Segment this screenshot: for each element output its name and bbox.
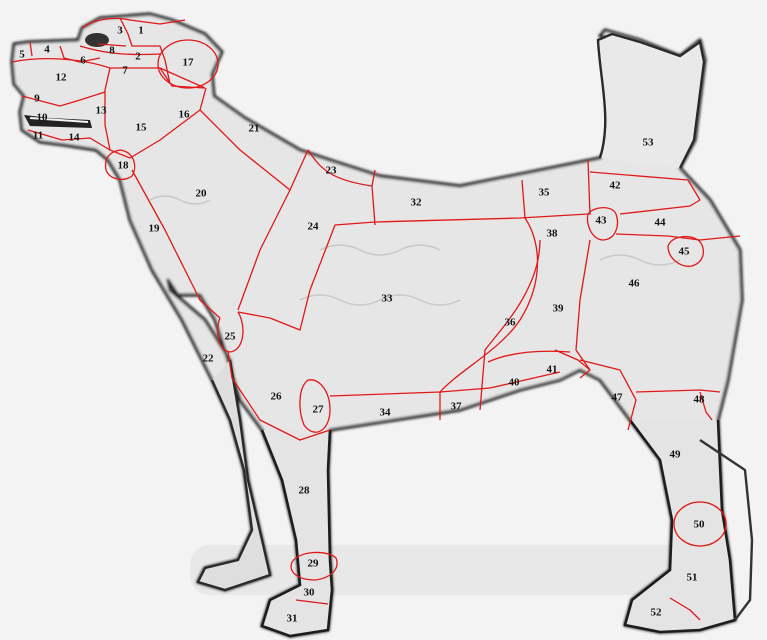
region-label: 14 — [69, 133, 80, 144]
region-label: 8 — [109, 46, 115, 57]
region-label: 19 — [149, 224, 160, 235]
region-label: 30 — [304, 588, 315, 599]
region-label: 32 — [411, 198, 422, 209]
region-label: 41 — [547, 365, 558, 376]
region-label: 29 — [308, 559, 319, 570]
region-label: 20 — [196, 189, 207, 200]
region-label: 45 — [679, 247, 690, 258]
region-label: 18 — [118, 161, 129, 172]
region-label: 24 — [308, 222, 319, 233]
region-label: 25 — [225, 332, 236, 343]
region-label: 23 — [326, 166, 337, 177]
region-label: 27 — [313, 405, 324, 416]
region-label: 37 — [451, 402, 462, 413]
region-label: 11 — [33, 131, 43, 142]
region-label: 15 — [136, 123, 147, 134]
region-label: 52 — [651, 608, 662, 619]
region-label: 34 — [380, 408, 391, 419]
region-label: 22 — [203, 354, 214, 365]
region-label: 36 — [505, 318, 516, 329]
region-label: 7 — [122, 66, 128, 77]
region-label: 3 — [117, 26, 123, 37]
region-label: 44 — [655, 218, 666, 229]
region-label: 48 — [694, 395, 705, 406]
region-label: 31 — [287, 614, 298, 625]
region-label: 51 — [687, 573, 698, 584]
region-label: 46 — [629, 279, 640, 290]
region-label: 49 — [670, 450, 681, 461]
region-label: 42 — [610, 181, 621, 192]
region-label: 21 — [249, 124, 260, 135]
region-label: 26 — [271, 392, 282, 403]
region-label: 6 — [80, 56, 86, 67]
region-label: 9 — [34, 94, 40, 105]
region-label: 16 — [179, 110, 190, 121]
region-label: 28 — [299, 486, 310, 497]
region-label: 12 — [56, 73, 67, 84]
region-label: 40 — [509, 378, 520, 389]
region-label: 2 — [135, 52, 141, 63]
region-label: 4 — [44, 45, 50, 56]
region-label: 10 — [37, 113, 48, 124]
region-label: 38 — [547, 229, 558, 240]
region-label: 53 — [643, 138, 654, 149]
region-label: 39 — [553, 304, 564, 315]
region-label: 43 — [596, 216, 607, 227]
region-label: 13 — [96, 106, 107, 117]
region-label: 17 — [183, 58, 194, 69]
region-label: 50 — [694, 520, 705, 531]
region-label: 47 — [612, 393, 623, 404]
region-label: 35 — [539, 188, 550, 199]
region-label: 5 — [19, 50, 25, 61]
region-label: 1 — [138, 26, 144, 37]
region-label: 33 — [382, 294, 393, 305]
